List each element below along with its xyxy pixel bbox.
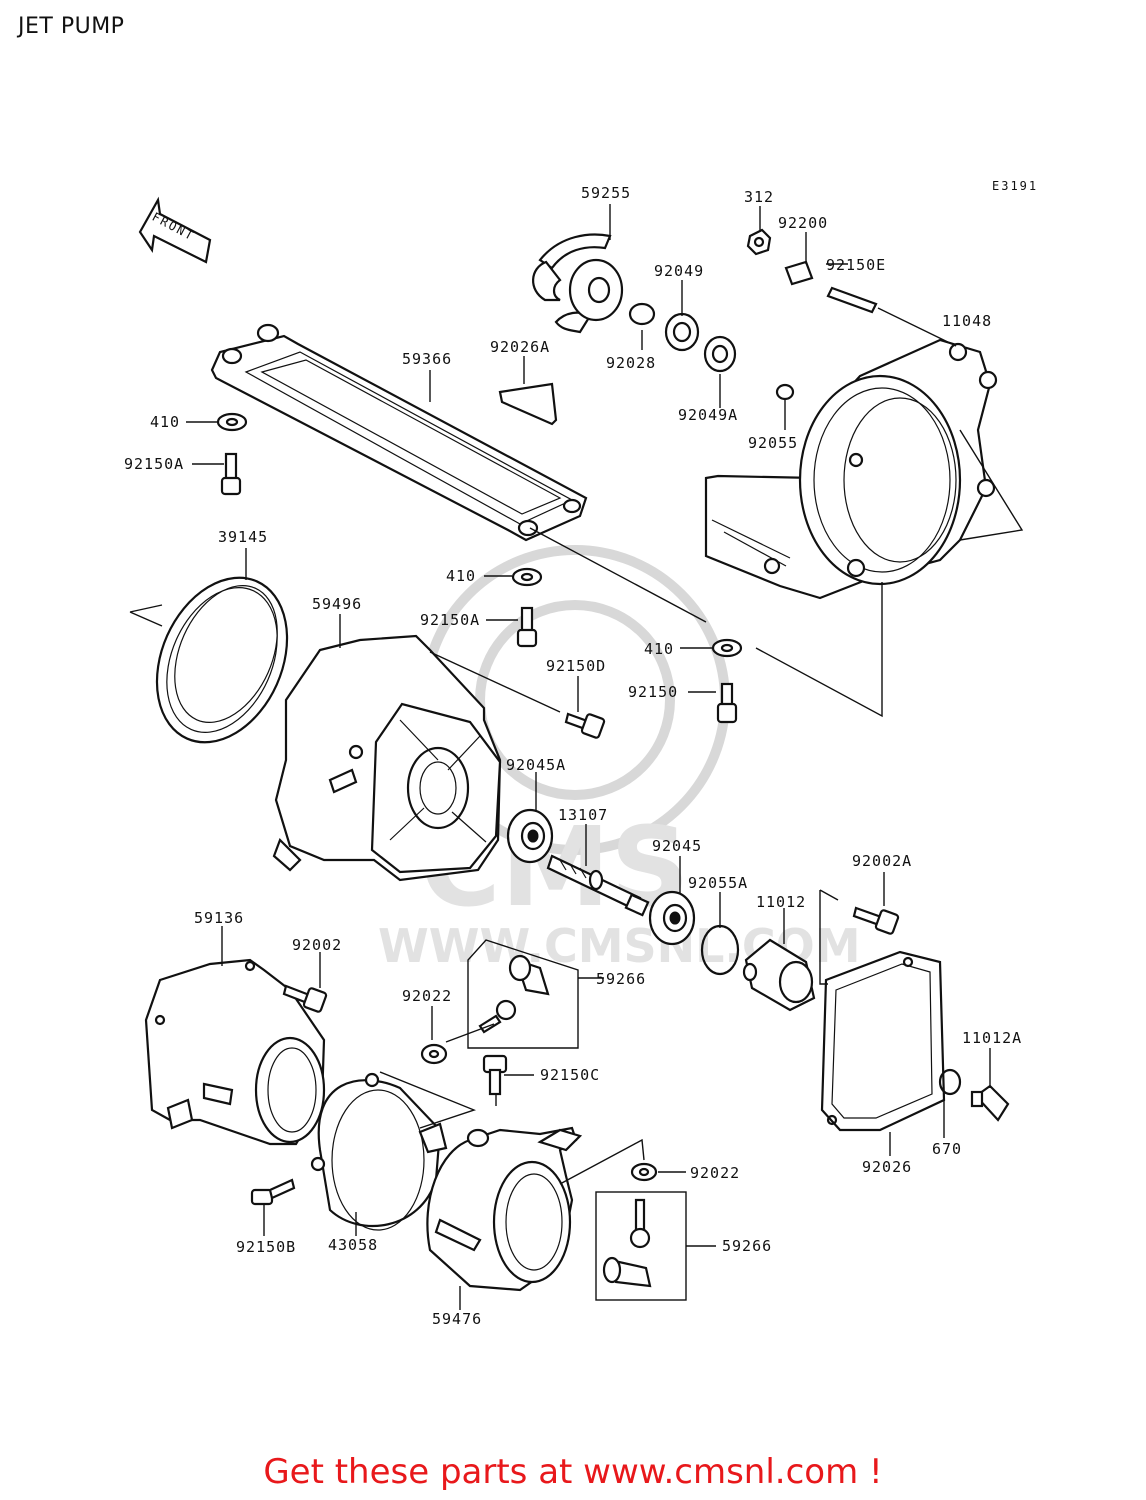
- bolt-92150A-middle[interactable]: [516, 606, 538, 648]
- ring-43058[interactable]: [310, 1072, 448, 1231]
- cover-92026[interactable]: [820, 950, 946, 1132]
- callout-92002[interactable]: 92002: [292, 936, 342, 954]
- pump-housing-11048[interactable]: [704, 338, 998, 600]
- pump-case-59496[interactable]: [272, 634, 502, 882]
- washer-92022-lower[interactable]: [630, 1162, 658, 1182]
- callout-92028[interactable]: 92028: [606, 354, 656, 372]
- oring-92055[interactable]: [775, 383, 795, 401]
- bolt-92150C[interactable]: [482, 1054, 508, 1096]
- seal-92049[interactable]: [664, 312, 700, 352]
- callout-59496[interactable]: 59496: [312, 595, 362, 613]
- callout-11012A[interactable]: 11012A: [962, 1029, 1022, 1047]
- callout-92150A-middle[interactable]: 92150A: [420, 611, 480, 629]
- callout-312[interactable]: 312: [744, 188, 774, 206]
- callout-92055[interactable]: 92055: [748, 434, 798, 452]
- callout-92022-upper[interactable]: 92022: [402, 987, 452, 1005]
- callout-92150A-upper[interactable]: 92150A: [124, 455, 184, 473]
- callout-59136[interactable]: 59136: [194, 909, 244, 927]
- stud-92150E[interactable]: [826, 286, 878, 314]
- leader-lines: [129, 204, 991, 1310]
- shaft-13107[interactable]: [546, 854, 650, 917]
- callout-92150E[interactable]: 92150E: [826, 256, 886, 274]
- front-arrow-icon: FRONT: [138, 196, 212, 264]
- bolt-92002[interactable]: [282, 984, 328, 1013]
- callout-92049[interactable]: 92049: [654, 262, 704, 280]
- callout-92045[interactable]: 92045: [652, 837, 702, 855]
- steering-nozzle-59476[interactable]: [426, 1126, 583, 1292]
- bolt-92150[interactable]: [716, 682, 738, 724]
- callout-92022-lower[interactable]: 92022: [690, 1164, 740, 1182]
- callout-410-middle[interactable]: 410: [446, 567, 476, 585]
- nut-312[interactable]: [746, 228, 772, 256]
- callout-92150B[interactable]: 92150B: [236, 1238, 296, 1256]
- nozzle-59136[interactable]: [144, 958, 326, 1146]
- washer-410-middle[interactable]: [511, 567, 543, 587]
- callout-92150[interactable]: 92150: [628, 683, 678, 701]
- washer-410-upper[interactable]: [216, 412, 248, 432]
- spacer-92028[interactable]: [628, 302, 656, 326]
- cover-92026A[interactable]: [498, 382, 558, 426]
- callout-410-lower[interactable]: 410: [644, 640, 674, 658]
- callout-39145[interactable]: 39145: [218, 528, 268, 546]
- callout-92002A[interactable]: 92002A: [852, 852, 912, 870]
- callout-92026A[interactable]: 92026A: [490, 338, 550, 356]
- callout-11048[interactable]: 11048: [942, 312, 992, 330]
- callout-59266-lower[interactable]: 59266: [722, 1237, 772, 1255]
- callout-59366[interactable]: 59366: [402, 350, 452, 368]
- cap-11012A[interactable]: [970, 1084, 1010, 1122]
- cap-11012[interactable]: [742, 938, 816, 1012]
- callout-59266-upper[interactable]: 59266: [596, 970, 646, 988]
- assembly-lines: [379, 429, 1024, 1185]
- ball-joint-kit-59266-lower[interactable]: [595, 1191, 687, 1301]
- impeller-part[interactable]: [532, 233, 624, 334]
- callout-92150D[interactable]: 92150D: [546, 657, 606, 675]
- washer-92022-upper[interactable]: [420, 1043, 448, 1065]
- callout-13107[interactable]: 13107: [558, 806, 608, 824]
- callout-92049A[interactable]: 92049A: [678, 406, 738, 424]
- bolt-92150D[interactable]: [564, 712, 606, 739]
- washer-410-lower[interactable]: [711, 638, 743, 658]
- callout-labels: 59255 312 92200 92150E 92049 11048 59366…: [124, 184, 1022, 1328]
- callout-92045A[interactable]: 92045A: [506, 756, 566, 774]
- page-title: JET PUMP: [18, 14, 125, 39]
- callout-410-upper[interactable]: 410: [150, 413, 180, 431]
- diagram-code: E3191: [992, 179, 1038, 193]
- seal-92049A[interactable]: [703, 335, 737, 373]
- bearing-92045A[interactable]: [506, 808, 554, 864]
- callout-92200[interactable]: 92200: [778, 214, 828, 232]
- callout-670[interactable]: 670: [932, 1140, 962, 1158]
- callout-59476[interactable]: 59476: [432, 1310, 482, 1328]
- bolt-92150B[interactable]: [250, 1178, 296, 1206]
- ride-plate-59366[interactable]: [210, 323, 588, 542]
- callout-43058[interactable]: 43058: [328, 1236, 378, 1254]
- callout-92055A[interactable]: 92055A: [688, 874, 748, 892]
- bolt-92150A-upper[interactable]: [220, 452, 242, 496]
- callout-11012[interactable]: 11012: [756, 893, 806, 911]
- callout-59255[interactable]: 59255: [581, 184, 631, 202]
- callout-92150C[interactable]: 92150C: [540, 1066, 600, 1084]
- bearing-92045[interactable]: [648, 890, 696, 946]
- callout-92026[interactable]: 92026: [862, 1158, 912, 1176]
- oring-670[interactable]: [938, 1068, 962, 1096]
- ring-39145[interactable]: [132, 557, 312, 763]
- bolt-92002A[interactable]: [852, 906, 900, 935]
- plate-92200[interactable]: [784, 260, 814, 286]
- footer-link[interactable]: Get these parts at www.cmsnl.com !: [263, 1452, 883, 1492]
